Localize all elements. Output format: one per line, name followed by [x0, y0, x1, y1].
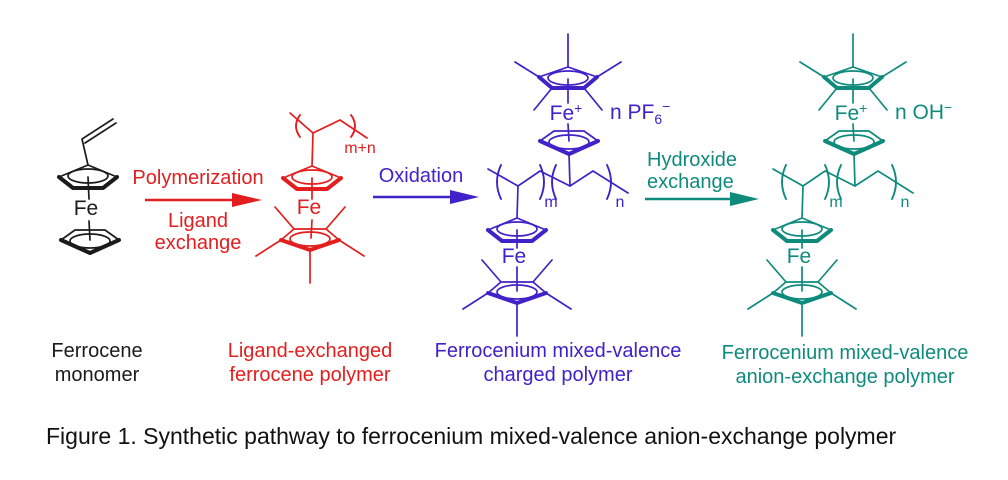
- vinyl-group: [81, 118, 117, 166]
- repeat-brackets: [496, 164, 612, 200]
- label-ferrocene-monomer: Ferrocene monomer: [17, 339, 177, 387]
- fe-label: Fe: [74, 197, 99, 220]
- repeat-m-label: m: [829, 194, 842, 211]
- fe-label: Fe: [297, 196, 322, 219]
- arrow1-bottom-label: Ligand exchange: [127, 210, 269, 254]
- repeat-label: m+n: [344, 140, 376, 157]
- label-line2: charged polymer: [483, 364, 633, 386]
- cp-ring: [823, 129, 885, 156]
- fe-cation-label: Fe+: [835, 100, 868, 125]
- fe-label: Fe: [502, 245, 527, 268]
- label-line2: anion-exchange polymer: [735, 366, 955, 388]
- label-line1: Ferrocenium mixed-valence: [434, 340, 682, 362]
- arrow2-label: Oxidation: [378, 165, 464, 187]
- arrow-head: [450, 190, 479, 204]
- arrow3-label-line2: exchange: [647, 171, 734, 193]
- label-line1: Ferrocene: [51, 340, 143, 362]
- repeat-brackets: [295, 114, 356, 138]
- fe-label: Fe: [787, 245, 812, 268]
- structure-ligand-exchanged-polymer: m+n Fe: [254, 112, 376, 285]
- label-line2: ferrocene polymer: [229, 364, 391, 386]
- cp-ring: [59, 228, 121, 255]
- fe-bonds: [852, 78, 855, 142]
- label-ligand-exchanged-polymer: Ligand-exchanged ferrocene polymer: [210, 339, 410, 387]
- cp-ring: [538, 129, 600, 156]
- arrow3-label-line1: Hydroxide: [647, 149, 738, 171]
- arrow-oxidation: [373, 190, 479, 204]
- label-line2: monomer: [54, 364, 140, 386]
- figure-caption: Figure 1. Synthetic pathway to ferroceni…: [46, 423, 897, 449]
- polymer-backbone: [487, 168, 629, 194]
- pendant-bond: [516, 185, 519, 219]
- repeat-brackets: [781, 164, 897, 200]
- repeat-m-label: m: [544, 194, 557, 211]
- structure-ferrocene-monomer: Fe: [57, 118, 121, 255]
- structure-anion-exchange-polymer: Fe+ n OH− m n Fe: [746, 32, 952, 338]
- arrow-head: [730, 192, 759, 206]
- arrow-head: [232, 193, 262, 207]
- label-line1: Ferrocenium mixed-valence: [721, 342, 969, 364]
- arrow3-label: Hydroxide exchange: [647, 149, 777, 193]
- arrow-hydroxide-exchange: [645, 192, 759, 206]
- polymer-backbone: [289, 112, 368, 139]
- polymer-backbone: [772, 168, 914, 194]
- arrow1-top-label: Polymerization: [132, 167, 264, 189]
- repeat-n-label: n: [616, 194, 625, 211]
- label-line1: Ligand-exchanged: [227, 340, 393, 362]
- arrow1-bottom-label-line2: exchange: [154, 232, 242, 254]
- fe-bonds: [567, 78, 570, 142]
- ring-backbone-bond: [568, 153, 571, 187]
- fe-cation-label: Fe+: [550, 100, 583, 125]
- repeat-n-label: n: [901, 194, 910, 211]
- label-charged-polymer: Ferrocenium mixed-valence charged polyme…: [428, 339, 688, 387]
- ring-backbone-bond: [853, 153, 856, 187]
- pendant-bond: [801, 185, 804, 219]
- arrow1-bottom-label-line1: Ligand: [167, 210, 229, 232]
- counter-ion-label: n PF6−: [610, 98, 670, 127]
- counter-ion-label: n OH−: [895, 99, 952, 124]
- pendant-bond: [311, 132, 314, 167]
- label-anion-exchange-polymer: Ferrocenium mixed-valence anion-exchange…: [715, 341, 975, 389]
- arrow-polymerization: [145, 193, 262, 207]
- structure-charged-polymer: Fe+ n PF6− m n Fe: [461, 32, 670, 338]
